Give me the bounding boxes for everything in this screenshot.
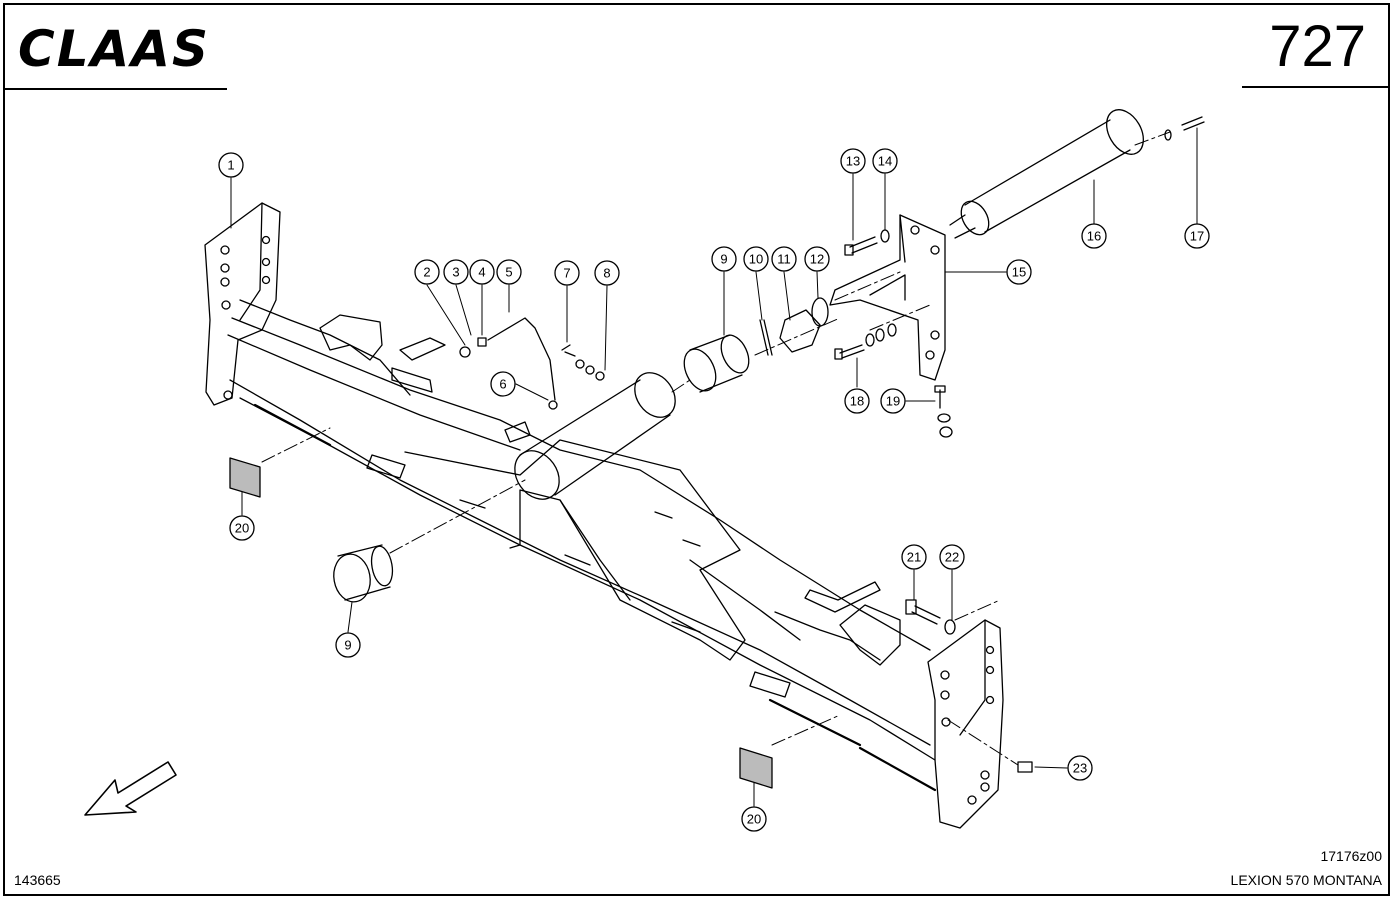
callout-6: 6 <box>490 371 516 397</box>
callout-15: 15 <box>1006 259 1032 285</box>
callout-8: 8 <box>594 260 620 286</box>
header-rule-right <box>1242 86 1389 88</box>
direction-arrow-icon <box>84 761 177 816</box>
bushing-upper <box>683 334 750 393</box>
callout-22: 22 <box>939 544 965 570</box>
cylinder <box>949 109 1144 239</box>
svg-text:6: 6 <box>499 377 506 392</box>
callout-3: 3 <box>443 259 469 285</box>
header-rule-left <box>3 88 227 90</box>
svg-text:22: 22 <box>945 550 959 565</box>
callout-17: 17 <box>1184 223 1210 249</box>
svg-text:3: 3 <box>452 265 459 280</box>
callout-21: 21 <box>901 544 927 570</box>
right-mounting-plate <box>927 619 1004 829</box>
callout-18: 18 <box>844 388 870 414</box>
pin-nut-washer <box>759 297 829 356</box>
callout-4: 4 <box>469 259 495 285</box>
claas-logo: CLAAS <box>18 20 210 74</box>
svg-text:1: 1 <box>227 158 234 173</box>
bracket <box>829 214 946 381</box>
callout-9-upper: 9 <box>711 246 737 272</box>
callout-2: 2 <box>414 259 440 285</box>
svg-text:19: 19 <box>886 394 900 409</box>
axle-beam <box>227 299 937 792</box>
callout-5: 5 <box>496 259 522 285</box>
svg-text:20: 20 <box>235 521 249 536</box>
model-name: LEXION 570 MONTANA <box>1230 872 1382 888</box>
svg-text:23: 23 <box>1073 761 1087 776</box>
callout-1: 1 <box>218 152 244 178</box>
page-number: 727 <box>1269 14 1366 79</box>
drawing-number: 143665 <box>14 872 61 888</box>
svg-text:18: 18 <box>850 394 864 409</box>
svg-text:4: 4 <box>478 265 485 280</box>
callout-20-left: 20 <box>229 515 255 541</box>
svg-text:7: 7 <box>563 266 570 281</box>
callout-13: 13 <box>840 148 866 174</box>
svg-text:9: 9 <box>720 252 727 267</box>
svg-text:13: 13 <box>846 154 860 169</box>
callout-12: 12 <box>804 246 830 272</box>
doc-id: 17176z00 <box>1320 848 1382 864</box>
svg-text:21: 21 <box>907 550 921 565</box>
svg-text:9: 9 <box>344 638 351 653</box>
pivot-tube <box>514 372 676 500</box>
left-mounting-plate <box>204 202 281 406</box>
svg-text:5: 5 <box>505 265 512 280</box>
svg-text:11: 11 <box>777 252 791 267</box>
decal-plates <box>229 457 773 789</box>
callout-leaders <box>230 127 1198 807</box>
callout-7: 7 <box>554 260 580 286</box>
svg-text:10: 10 <box>749 252 763 267</box>
svg-text:16: 16 <box>1087 229 1101 244</box>
svg-text:15: 15 <box>1012 265 1026 280</box>
svg-text:14: 14 <box>878 154 892 169</box>
svg-text:8: 8 <box>603 266 610 281</box>
svg-text:20: 20 <box>747 812 761 827</box>
small-hardware <box>459 116 1205 773</box>
callout-16: 16 <box>1081 223 1107 249</box>
brand-logo-text: CLAAS <box>18 20 210 74</box>
svg-text:12: 12 <box>810 252 824 267</box>
assembly-lines <box>261 131 1171 766</box>
svg-text:17: 17 <box>1190 229 1204 244</box>
callout-14: 14 <box>872 148 898 174</box>
bushing-lower <box>333 544 394 603</box>
callout-10: 10 <box>743 246 769 272</box>
callout-11: 11 <box>771 246 797 272</box>
svg-text:2: 2 <box>423 265 430 280</box>
callout-20-right: 20 <box>741 806 767 832</box>
callout-9-lower: 9 <box>335 632 361 658</box>
callout-19: 19 <box>880 388 906 414</box>
callouts: 1 2 3 4 5 6 7 8 9 10 11 12 13 14 15 16 1… <box>218 148 1210 832</box>
drawing-frame <box>3 3 1390 896</box>
callout-23: 23 <box>1067 755 1093 781</box>
